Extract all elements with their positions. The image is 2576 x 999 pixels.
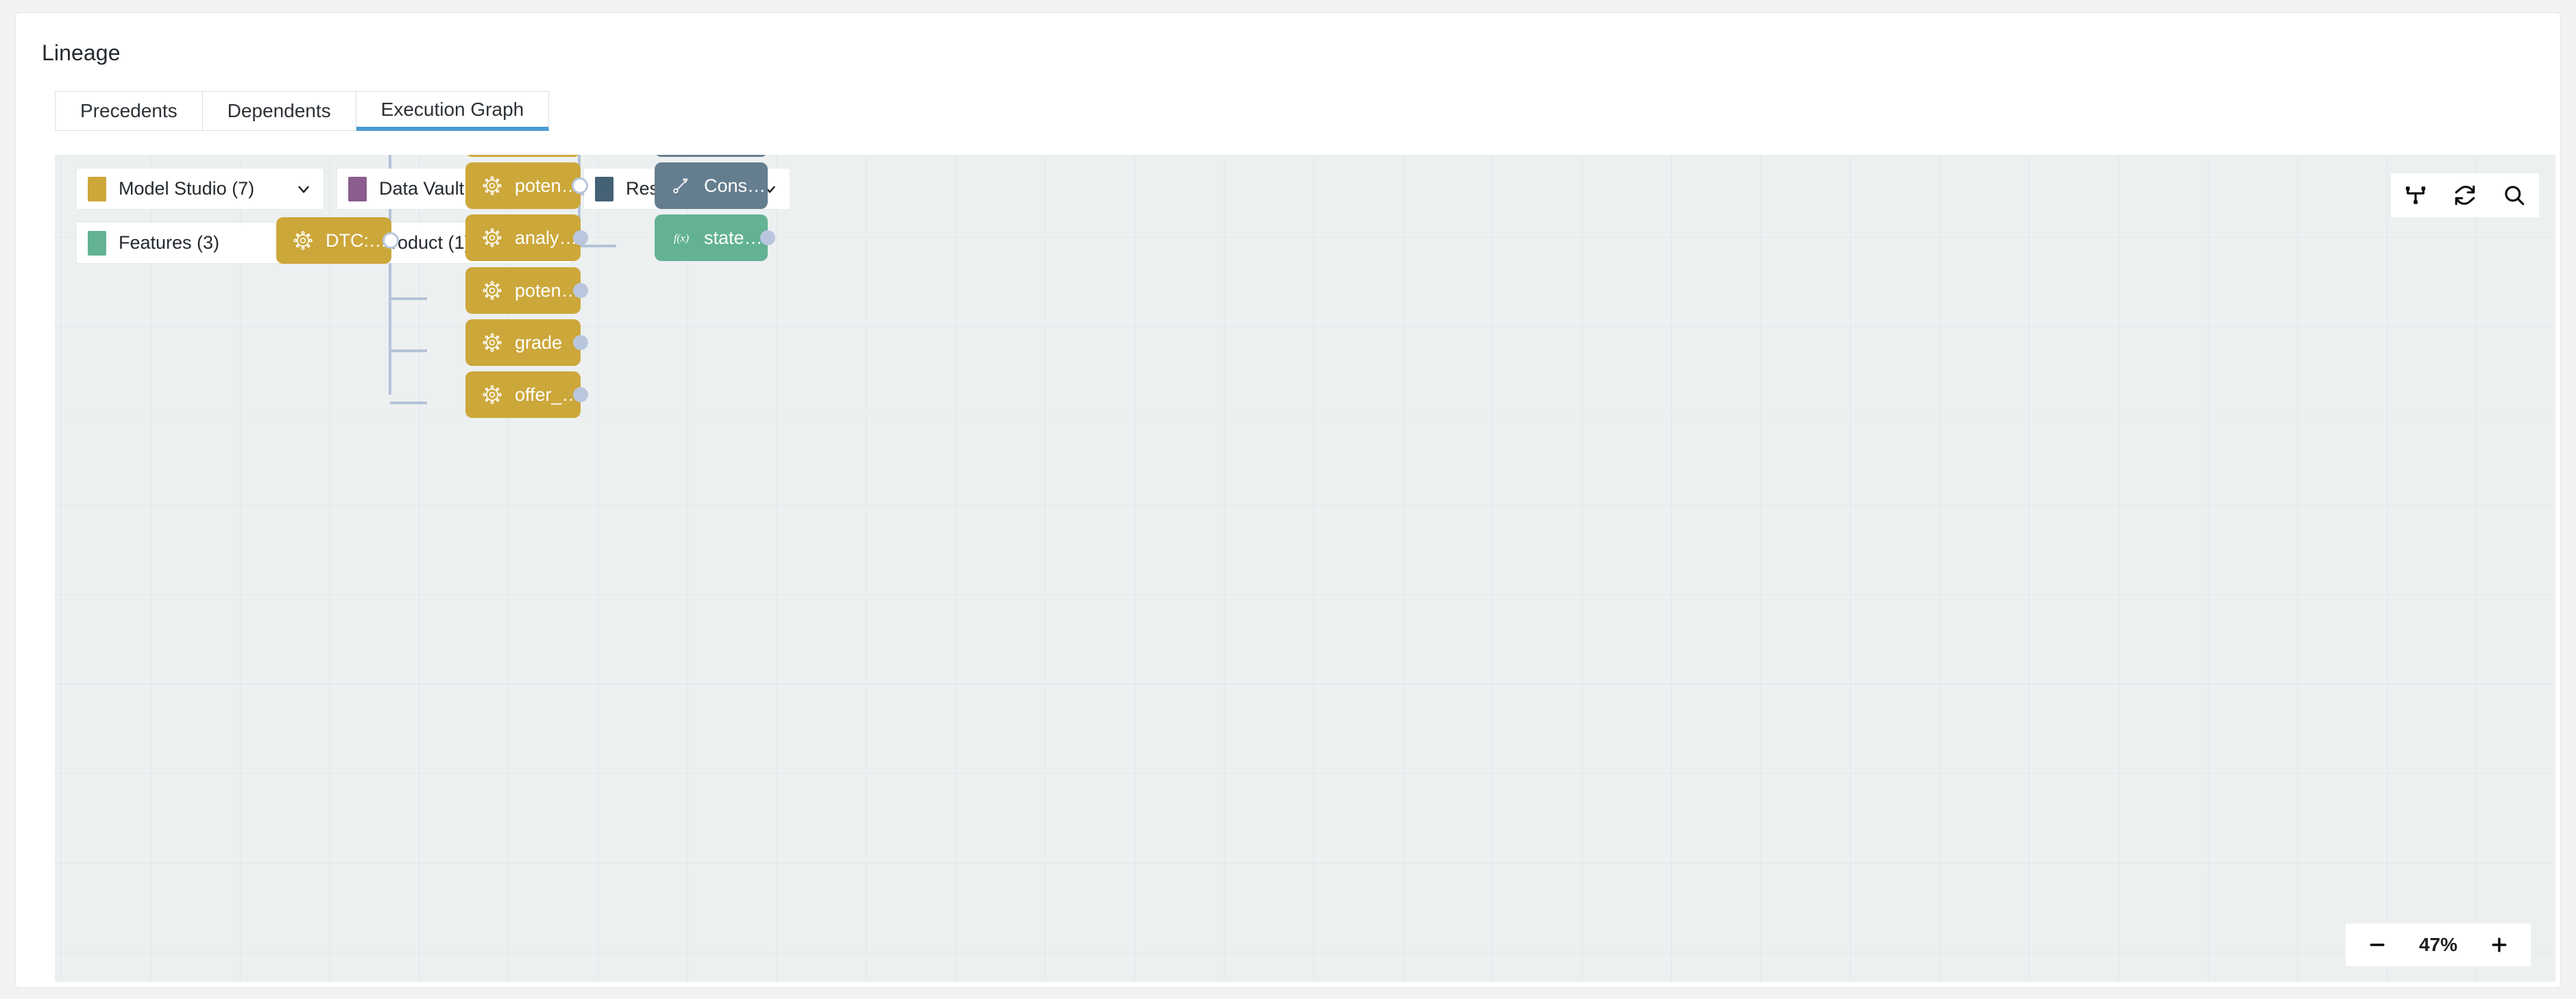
tab-execution-graph-label: Execution Graph (380, 98, 524, 120)
search-icon[interactable] (2499, 180, 2529, 210)
graph-node-dtc-output-port[interactable] (382, 232, 399, 249)
function-node-icon: f(x) (670, 226, 693, 249)
resource-node-icon (670, 174, 693, 197)
zoom-control: 47% (2346, 924, 2531, 966)
graph-node-state-group[interactable]: f(x) state_group (655, 214, 775, 261)
graph-node-state-group-output-port[interactable] (760, 230, 775, 245)
graph-node-analytical-random-nu-label: analytical_random_nu... (515, 227, 581, 248)
tab-dependents[interactable]: Dependents (202, 91, 356, 131)
zoom-level-label: 47% (2418, 934, 2458, 955)
graph-node-grade-label: grade (515, 332, 563, 353)
graph-node-potential-term[interactable]: potential_term (465, 267, 588, 314)
model-node-icon (481, 226, 504, 249)
graph-node-constant-min-potent[interactable]: Constant: Min Potent... (655, 162, 768, 209)
graph-node-potential-term-output-port[interactable] (573, 283, 588, 298)
graph-node-offer-pricing-version-label: offer_pricing_version (515, 384, 581, 405)
graph-node-analytical-random-nu[interactable]: analytical_random_nu... (465, 214, 588, 261)
graph-node-grade-output-port[interactable] (573, 335, 588, 350)
filter-features-label: Features (3) (119, 232, 220, 253)
filter-data-vault-swatch (348, 176, 367, 201)
graph-node-potential-loan-amount-label: potential_loan_amount (515, 175, 581, 196)
filter-model-studio-swatch (88, 176, 106, 201)
graph-node-potential-term-label: potential_term (515, 280, 581, 301)
tab-precedents-label: Precedents (80, 100, 178, 121)
zoom-out-button[interactable] (2364, 931, 2391, 959)
model-node-icon (291, 229, 315, 252)
graph-node-potential-loan-amount[interactable]: potential_loan_amount (465, 162, 588, 209)
filter-features-swatch (88, 230, 106, 256)
chevron-down-icon[interactable] (277, 180, 313, 198)
lineage-tab-bar: Precedents Dependents Execution Graph (55, 91, 550, 131)
filter-resources-swatch (595, 176, 613, 201)
graph-node-offer-pricing-version[interactable]: offer_pricing_version (465, 371, 588, 418)
graph-node-fico[interactable]: fico (465, 155, 581, 157)
filter-model-studio[interactable]: Model Studio (7) (77, 169, 324, 209)
svg-text:f(x): f(x) (674, 233, 689, 245)
execution-graph-canvas[interactable]: Model Studio (7) Data Vault (15) Resourc… (55, 155, 2555, 982)
graph-node-state-group-label: state_group (704, 227, 768, 248)
model-node-icon (481, 174, 504, 197)
tab-dependents-label: Dependents (227, 100, 331, 121)
model-node-icon (481, 383, 504, 406)
model-node-icon (481, 279, 504, 302)
graph-node-potential-loan-amt-t[interactable]: potential_loan_amt_t... (655, 155, 768, 157)
page-title: Lineage (42, 40, 121, 65)
lineage-panel: Lineage Precedents Dependents Execution … (15, 12, 2561, 988)
graph-node-constant-min-potent-label: Constant: Min Potent... (704, 175, 768, 196)
zoom-in-button[interactable] (2486, 931, 2513, 959)
graph-node-grade[interactable]: grade (465, 319, 588, 366)
filter-model-studio-label: Model Studio (7) (119, 178, 255, 199)
graph-node-dtc[interactable]: DTC: Standard Intere... (276, 217, 399, 264)
tab-precedents[interactable]: Precedents (55, 91, 203, 131)
edge-layer (359, 155, 616, 404)
refresh-icon[interactable] (2450, 180, 2480, 210)
hierarchy-icon[interactable] (2401, 180, 2431, 210)
model-node-icon (481, 331, 504, 354)
graph-node-potential-loan-amount-output-port[interactable] (572, 177, 588, 194)
tab-execution-graph[interactable]: Execution Graph (356, 91, 550, 131)
graph-node-dtc-label: DTC: Standard Intere... (326, 230, 391, 251)
graph-node-offer-pricing-version-output-port[interactable] (573, 387, 588, 402)
graph-toolbar (2391, 173, 2539, 217)
graph-node-analytical-random-nu-output-port[interactable] (573, 230, 588, 245)
